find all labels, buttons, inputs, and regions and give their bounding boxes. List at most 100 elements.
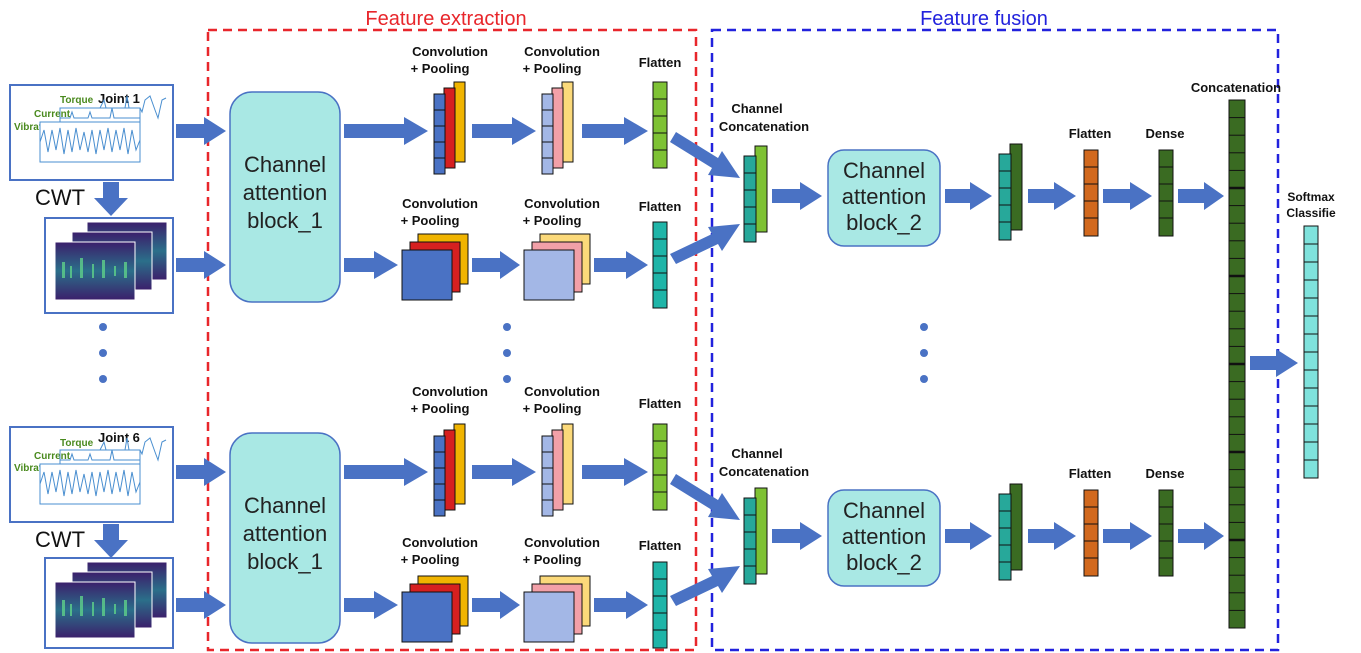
- chan-concat-line2: Concatenation: [719, 464, 809, 479]
- fusion-flatten-vector: [1083, 149, 1099, 237]
- feature-map-2d: [401, 233, 469, 301]
- feature-extraction-title: Feature extraction: [365, 8, 526, 30]
- chan-concat-line2: Concatenation: [719, 119, 809, 134]
- flatten-vector: [652, 81, 668, 169]
- conv-pooling-label: Convolution + Pooling: [523, 384, 600, 416]
- conv-pooling-label: Convolution + Pooling: [411, 44, 488, 76]
- channel-concatenation-stack: [743, 487, 768, 585]
- cab1-line2: attention: [243, 180, 327, 205]
- channel-attention-block-1: Channel attention block_1: [229, 91, 341, 303]
- vibration-label: Vibration: [14, 122, 57, 133]
- cab2-line1: Channel: [843, 498, 925, 523]
- ellipsis-extraction: [503, 323, 511, 383]
- flatten-vector: [652, 221, 668, 309]
- input-signal-panel-joint6: Joint 6 Torque Current Vibration: [9, 426, 174, 523]
- concatenation-vector: [1228, 99, 1246, 629]
- ellipsis-fusion: [920, 323, 928, 383]
- feature-map-1d: [433, 423, 466, 517]
- feature-map-2d: [401, 575, 469, 643]
- flatten-vector: [652, 423, 668, 511]
- conv-label-line1: Convolution: [402, 196, 478, 211]
- conv-label-line2: + Pooling: [401, 552, 460, 567]
- feature-map-2d: [523, 575, 591, 643]
- current-label: Current: [34, 451, 71, 462]
- feature-fusion-frame: [710, 28, 1280, 652]
- current-label: Current: [34, 109, 71, 120]
- cwt-arrow: [94, 182, 128, 216]
- concatenation-label: Concatenation: [1191, 80, 1281, 95]
- torque-label: Torque: [60, 438, 94, 449]
- feature-extraction-frame: [206, 28, 698, 652]
- cab2-line3: block_2: [846, 210, 922, 235]
- conv-label-line1: Convolution: [412, 384, 488, 399]
- channel-attention-block-2: Channel attention block_2: [827, 489, 941, 587]
- attended-feature-stack: [998, 483, 1023, 581]
- conv-label-line1: Convolution: [402, 535, 478, 550]
- cwt-arrow: [94, 524, 128, 558]
- flatten-label: Flatten: [639, 396, 682, 411]
- dense-vector: [1158, 149, 1174, 237]
- channel-attention-block-1: Channel attention block_1: [229, 432, 341, 644]
- softmax-line1: Softmax: [1287, 190, 1335, 204]
- cab2-line1: Channel: [843, 158, 925, 183]
- flatten-label: Flatten: [1069, 466, 1112, 481]
- channel-concatenation-label: Channel Concatenation: [719, 101, 809, 134]
- softmax-label: Softmax Classifie: [1286, 190, 1336, 220]
- cab1-line2: attention: [243, 521, 327, 546]
- channel-concatenation-label: Channel Concatenation: [719, 446, 809, 479]
- conv-pooling-label: Convolution + Pooling: [401, 196, 478, 228]
- conv-label-line2: + Pooling: [523, 213, 582, 228]
- cwt-label: CWT: [35, 527, 85, 552]
- channel-concatenation-stack: [743, 145, 768, 243]
- dense-label: Dense: [1145, 466, 1184, 481]
- fusion-flatten-vector: [1083, 489, 1099, 577]
- torque-label: Torque: [60, 95, 94, 106]
- feature-map-1d: [433, 81, 466, 175]
- cab1-line3: block_1: [247, 549, 323, 574]
- chan-concat-line1: Channel: [731, 446, 782, 461]
- ellipsis-left: [99, 323, 107, 383]
- chan-concat-line1: Channel: [731, 101, 782, 116]
- flatten-label: Flatten: [639, 55, 682, 70]
- flatten-label: Flatten: [1069, 126, 1112, 141]
- conv-label-line2: + Pooling: [411, 401, 470, 416]
- feature-map-1d: [541, 81, 574, 175]
- input-signal-panel-joint1: Joint 1 Torque Current Vibration: [9, 84, 174, 181]
- conv-pooling-label: Convolution + Pooling: [523, 196, 600, 228]
- cab2-line3: block_2: [846, 550, 922, 575]
- feature-map-1d: [541, 423, 574, 517]
- conv-label-line2: + Pooling: [523, 401, 582, 416]
- conv-pooling-label: Convolution + Pooling: [523, 44, 600, 76]
- conv-pooling-label: Convolution + Pooling: [523, 535, 600, 567]
- conv-label-line2: + Pooling: [401, 213, 460, 228]
- dense-vector: [1158, 489, 1174, 577]
- flow-arrows: [176, 117, 740, 619]
- channel-attention-block-2: Channel attention block_2: [827, 149, 941, 247]
- conv-label-line2: + Pooling: [523, 552, 582, 567]
- joint-label: Joint 6: [98, 430, 140, 445]
- dense-label: Dense: [1145, 126, 1184, 141]
- fusion-arrows: [772, 182, 1298, 550]
- conv-label-line1: Convolution: [524, 196, 600, 211]
- conv-label-line1: Convolution: [524, 535, 600, 550]
- flatten-label: Flatten: [639, 199, 682, 214]
- joint-label: Joint 1: [98, 91, 140, 106]
- attended-feature-stack: [998, 143, 1023, 241]
- cab1-line3: block_1: [247, 208, 323, 233]
- cab1-line1: Channel: [244, 152, 326, 177]
- flatten-vector: [652, 561, 668, 649]
- feature-fusion-title: Feature fusion: [920, 8, 1048, 30]
- softmax-line2: Classifie: [1286, 206, 1336, 220]
- flatten-label: Flatten: [639, 538, 682, 553]
- cwt-label: CWT: [35, 185, 85, 210]
- vibration-label: Vibration: [14, 463, 57, 474]
- conv-pooling-label: Convolution + Pooling: [411, 384, 488, 416]
- cab1-line1: Channel: [244, 493, 326, 518]
- conv-pooling-label: Convolution + Pooling: [401, 535, 478, 567]
- conv-label-line1: Convolution: [524, 44, 600, 59]
- conv-label-line1: Convolution: [524, 384, 600, 399]
- conv-label-line2: + Pooling: [411, 61, 470, 76]
- cab2-line2: attention: [842, 524, 926, 549]
- conv-label-line1: Convolution: [412, 44, 488, 59]
